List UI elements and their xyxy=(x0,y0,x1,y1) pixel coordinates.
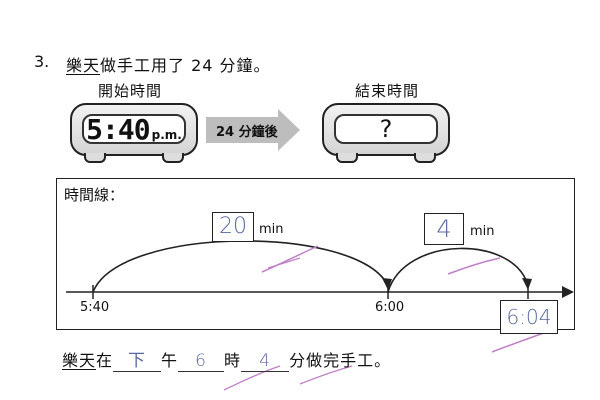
jump-arc-20 xyxy=(92,240,389,293)
jump1-value: 20 xyxy=(219,214,247,239)
answer-blank-minute: 4 xyxy=(241,351,290,372)
tick-label-600: 6:00 xyxy=(375,300,405,315)
clock-foot-left xyxy=(84,153,106,163)
end-clock: ? xyxy=(322,103,450,163)
question-number: 3. xyxy=(34,52,50,71)
jump2-box: 4 xyxy=(424,213,464,245)
start-clock-ampm: p.m. xyxy=(151,128,182,142)
answer-at: 在 xyxy=(96,351,114,370)
jump2-value: 4 xyxy=(436,215,452,243)
end-value: 6:04 xyxy=(506,305,552,329)
arrow-label: 24 分鐘後 xyxy=(216,125,278,140)
answer-blank-hour: 6 xyxy=(178,351,225,372)
timeline-title: 時間線： xyxy=(64,186,125,204)
start-time-heading: 開始時間 xyxy=(98,82,163,100)
jump-arrowhead-icon xyxy=(382,278,392,290)
jump-arrowhead-icon xyxy=(522,278,532,290)
jump1-unit: min xyxy=(259,222,284,237)
start-clock-screen: 5:40 p.m. xyxy=(82,112,186,146)
answer-blank-ampm: 下 xyxy=(113,346,162,372)
question-name: 樂天 xyxy=(66,56,101,75)
answer-word-hour: 時 xyxy=(224,351,242,370)
start-clock-time: 5:40 xyxy=(86,112,150,146)
jump2-unit: min xyxy=(470,224,495,239)
end-time-heading: 結束時間 xyxy=(355,82,420,100)
clock-foot-right xyxy=(414,153,436,163)
check-mark-icon xyxy=(447,257,501,275)
start-clock: 5:40 p.m. xyxy=(70,103,198,163)
axis-arrowhead-icon xyxy=(562,286,574,298)
answer-word-minute: 分做完手工。 xyxy=(289,351,392,370)
jump-arc-4 xyxy=(387,247,529,293)
end-clock-screen: ? xyxy=(334,114,438,144)
answer-name: 樂天 xyxy=(62,351,97,370)
arrow-icon xyxy=(206,109,300,151)
clock-foot-left xyxy=(336,153,358,163)
end-clock-time: ? xyxy=(379,115,393,143)
question-text: 樂天做手工用了 24 分鐘。 xyxy=(66,52,271,76)
clock-foot-right xyxy=(162,153,184,163)
jump1-box: 20 xyxy=(212,212,254,242)
timeline-frame xyxy=(56,178,575,330)
check-mark-icon xyxy=(261,245,319,273)
answer-word-noon: 午 xyxy=(161,351,179,370)
tick-label-540: 5:40 xyxy=(80,300,110,315)
check-mark-icon xyxy=(223,365,281,391)
check-mark-icon xyxy=(267,257,301,269)
question-body: 做手工用了 24 分鐘。 xyxy=(100,56,271,75)
end-value-box: 6:04 xyxy=(500,300,558,334)
check-mark-icon xyxy=(299,365,353,385)
